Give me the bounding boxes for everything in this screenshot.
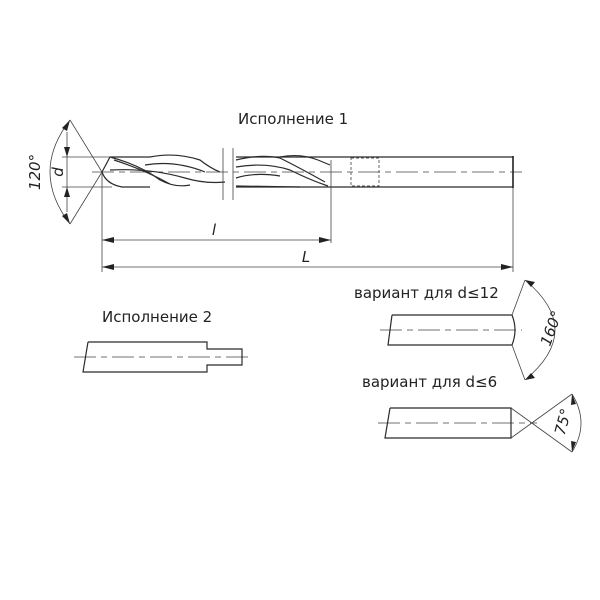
- label-variant-d12: вариант для d≤12: [354, 284, 499, 302]
- drill-execution-2-shank: [74, 341, 252, 373]
- label-variant-d6: вариант для d≤6: [362, 373, 497, 391]
- svg-text:120°: 120°: [26, 154, 44, 190]
- dimension-L: L: [102, 248, 513, 270]
- dimension-d: d: [49, 132, 112, 212]
- title-execution-1: Исполнение 1: [238, 110, 348, 128]
- svg-text:d: d: [49, 167, 67, 177]
- svg-text:75°: 75°: [551, 407, 575, 437]
- svg-text:L: L: [302, 248, 310, 266]
- svg-text:160°: 160°: [537, 308, 566, 348]
- drill-execution-1: [92, 148, 522, 272]
- svg-text:l: l: [212, 221, 217, 239]
- dimension-l: l: [102, 221, 331, 243]
- shank-variant-d6: 75°: [378, 393, 582, 453]
- title-execution-2: Исполнение 2: [102, 308, 212, 326]
- dimension-angle-120: 120°: [26, 119, 103, 225]
